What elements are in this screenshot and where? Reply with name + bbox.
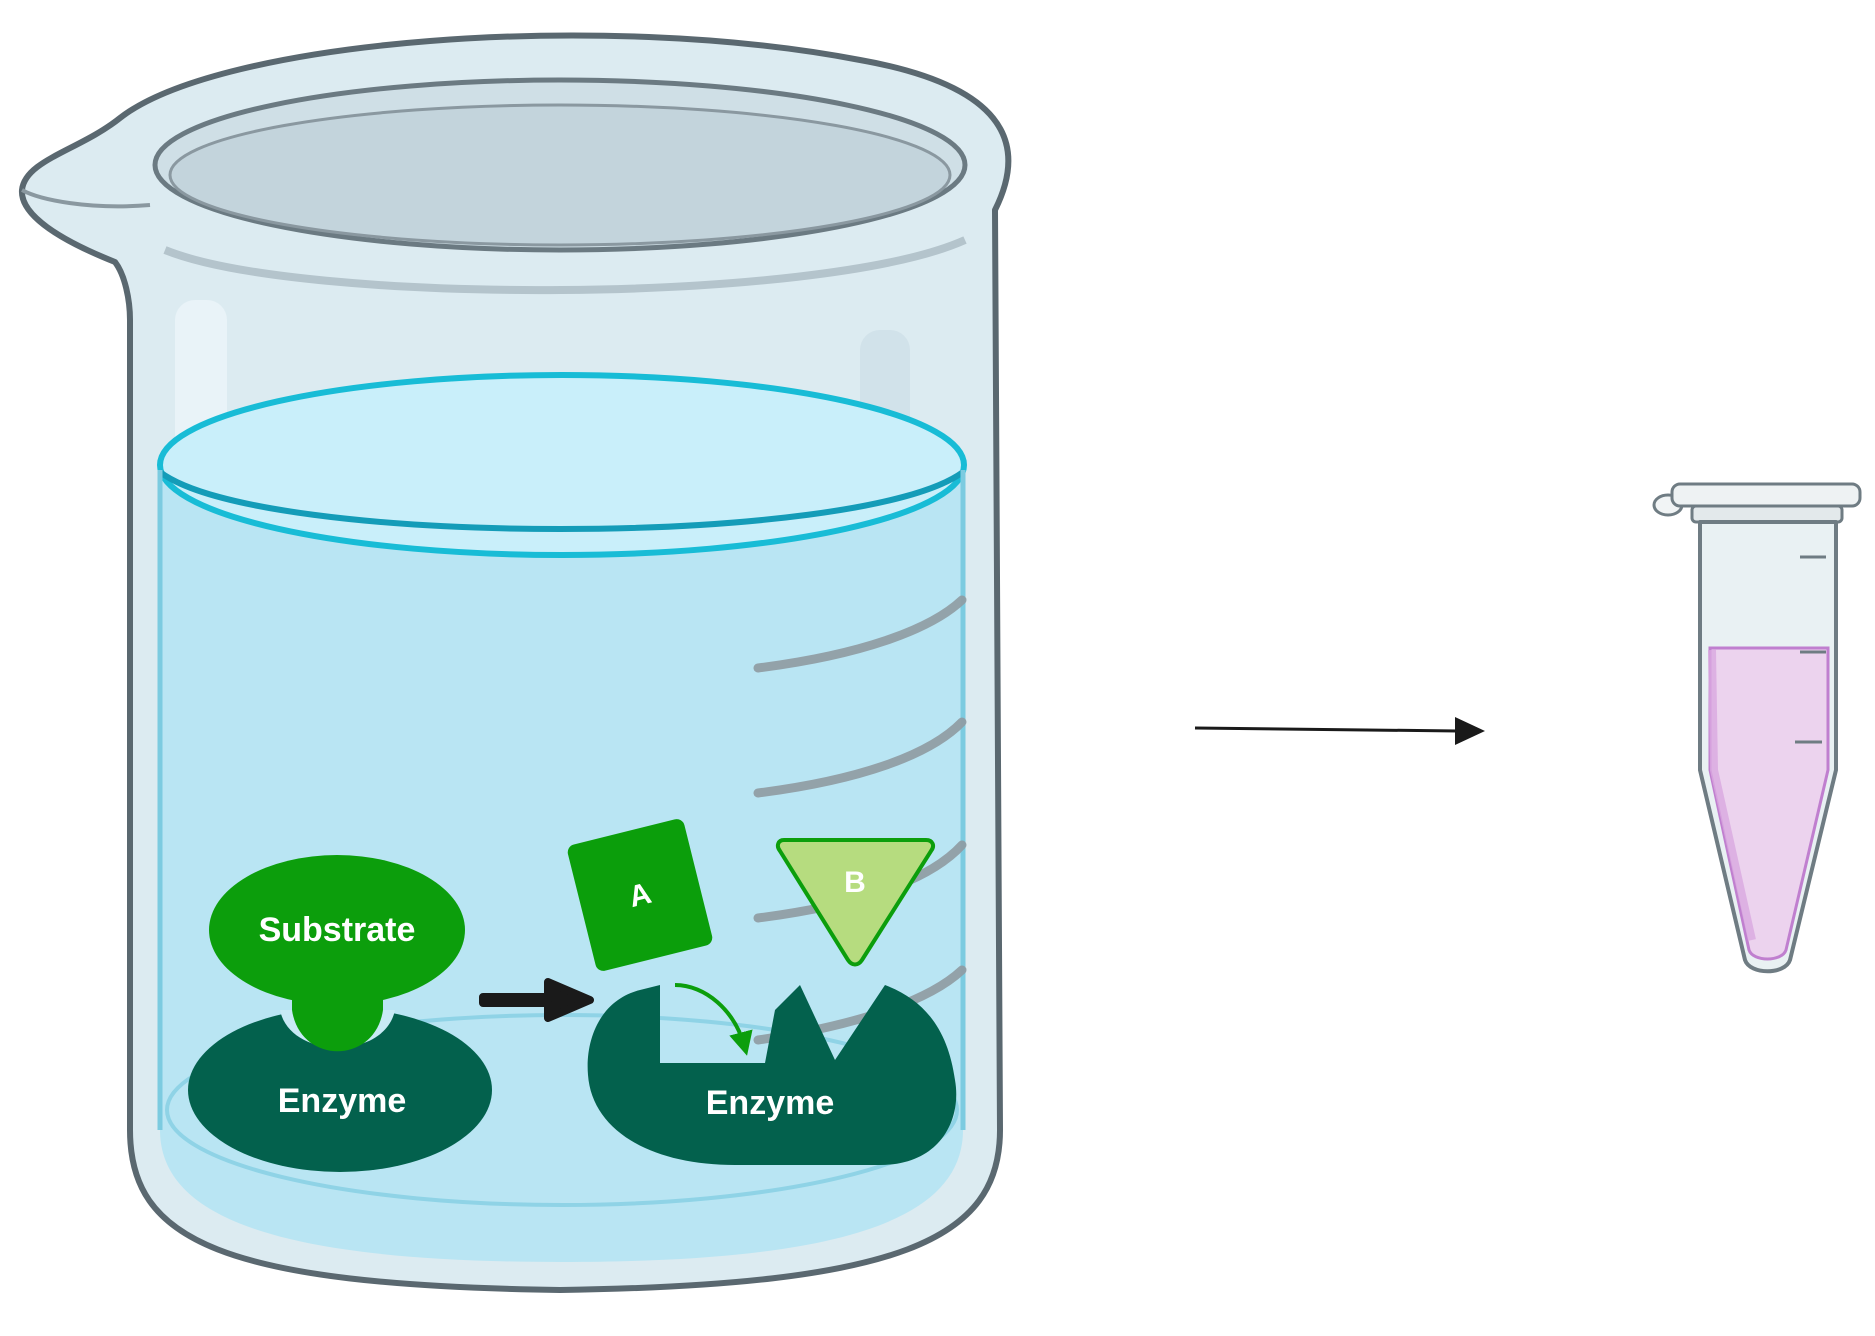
water-front-rim [158,469,965,532]
release-arrow-icon [674,983,753,1056]
enzyme-bound-shape [188,1008,492,1172]
microcentrifuge-tube-icon [1652,482,1862,974]
product-b: B [775,838,936,967]
enzyme-free-label: Enzyme [706,1084,835,1122]
water-surface [157,372,967,558]
tube-liquid [1708,646,1830,961]
enzyme-substrate-complex: Substrate Enzyme [188,855,492,1172]
substrate-label: Substrate [259,911,416,949]
substrate-shape [209,855,465,1005]
transfer-arrow-icon [1194,717,1485,745]
product-b-label: B [844,866,866,899]
reaction-arrow-icon [479,978,594,1022]
enzyme-free: Enzyme [587,985,957,1165]
product-a: A [567,819,713,971]
enzyme-bound-label: Enzyme [278,1082,407,1120]
